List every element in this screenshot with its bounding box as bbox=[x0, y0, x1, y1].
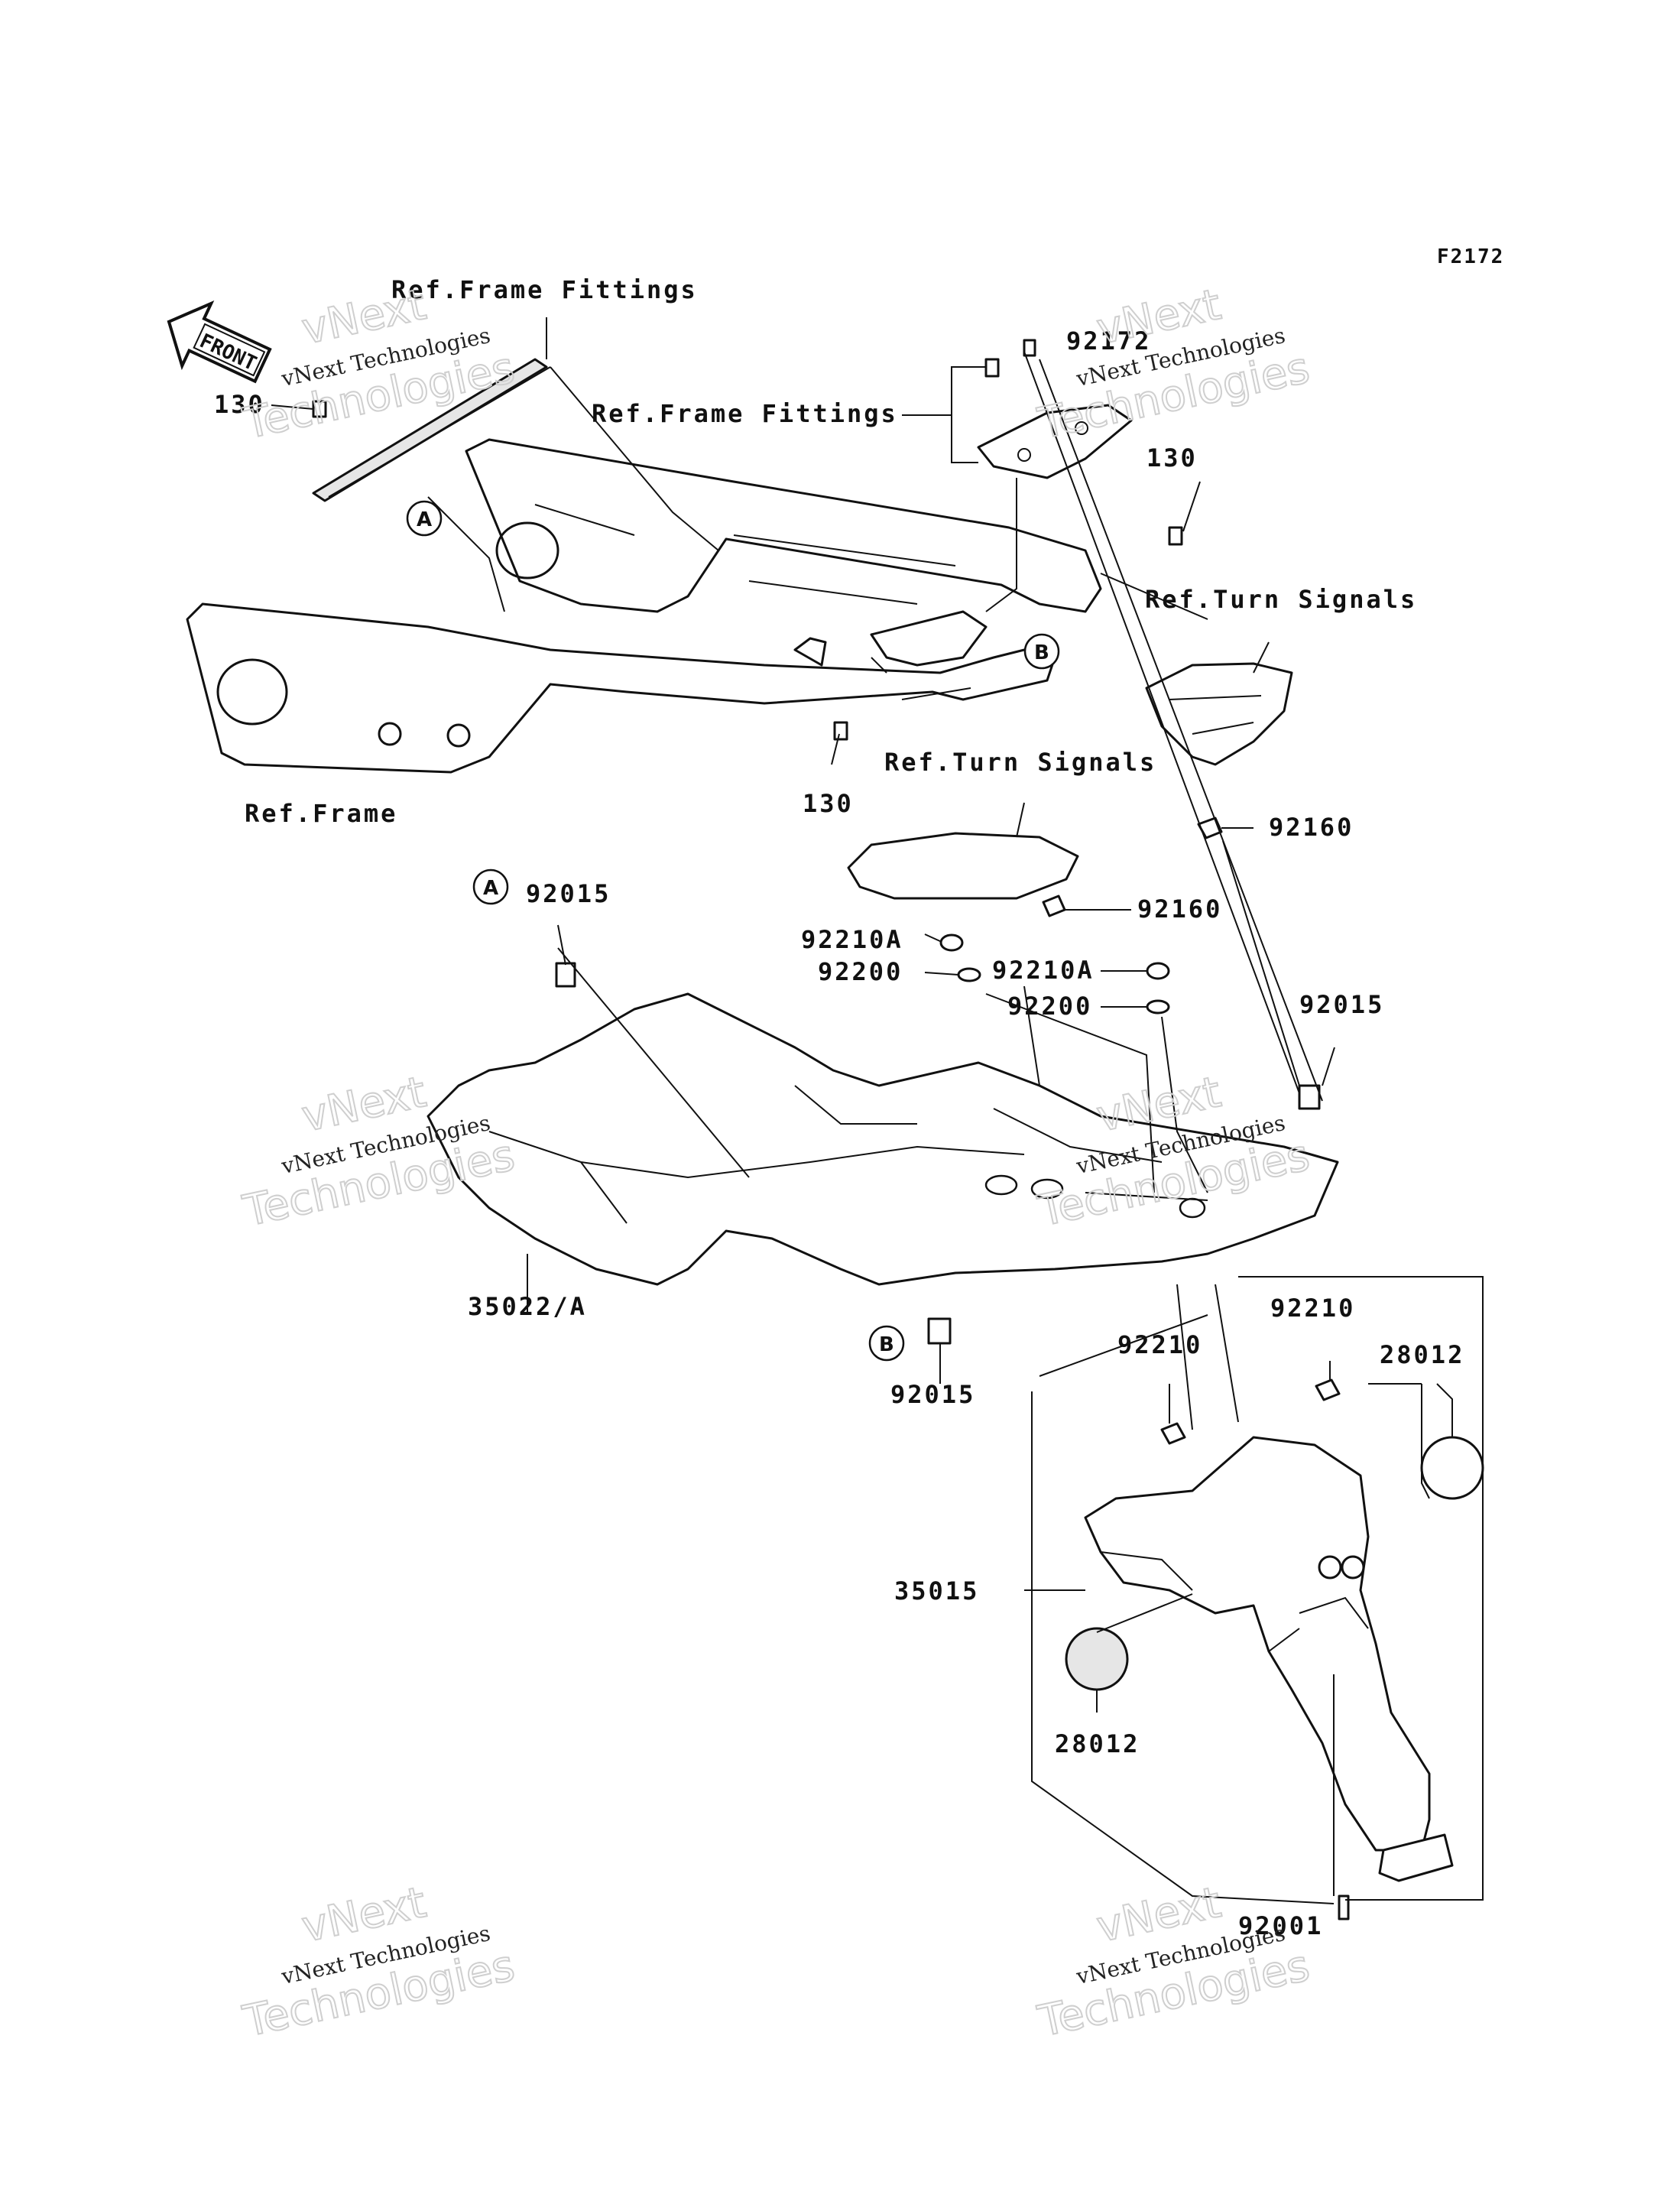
part-92210-b: 92210 bbox=[1270, 1294, 1355, 1323]
ref-frame-label: Ref.Frame bbox=[245, 799, 397, 828]
callout-b-lower: B bbox=[868, 1325, 905, 1362]
turn-signal-right bbox=[1145, 662, 1293, 766]
ref-turn-signals-label-1: Ref.Turn Signals bbox=[1145, 585, 1417, 614]
part-92172: 92172 bbox=[1066, 326, 1151, 356]
part-28012-a: 28012 bbox=[1380, 1340, 1464, 1369]
part-92200-b: 92200 bbox=[1007, 992, 1092, 1021]
part-35022A: 35022/A bbox=[468, 1292, 587, 1321]
frame-fittings-bracket bbox=[312, 358, 551, 502]
rear-fender-part bbox=[1084, 1436, 1454, 1882]
reflector-right-part bbox=[1420, 1436, 1484, 1500]
svg-text:A: A bbox=[483, 877, 498, 900]
part-92200-a: 92200 bbox=[818, 957, 903, 986]
part-92160-a: 92160 bbox=[1269, 813, 1354, 842]
callout-a-lower: A bbox=[472, 868, 509, 905]
part-130-c: 130 bbox=[803, 789, 854, 818]
callout-a-upper: A bbox=[406, 500, 443, 537]
part-92210A-a: 92210A bbox=[801, 925, 903, 954]
frame-part bbox=[186, 438, 1102, 774]
turn-signal-left bbox=[847, 832, 1079, 900]
ref-frame-fittings-label-2: Ref.Frame Fittings bbox=[592, 399, 898, 428]
fasteners bbox=[312, 339, 1350, 1920]
watermark-5: vNext vNext Technologies Technologies bbox=[238, 1877, 519, 2047]
part-92015-c: 92015 bbox=[890, 1380, 975, 1409]
figure-code: F2172 bbox=[1437, 245, 1504, 268]
part-92160-b: 92160 bbox=[1137, 894, 1222, 924]
part-92210A-b: 92210A bbox=[992, 956, 1095, 985]
part-92015-a: 92015 bbox=[526, 879, 611, 908]
part-92210-a: 92210 bbox=[1117, 1330, 1202, 1359]
reflector-left-part bbox=[1065, 1627, 1129, 1691]
leader-lines bbox=[271, 317, 1484, 1904]
callout-b-upper: B bbox=[1023, 633, 1060, 670]
front-arrow-icon: FRONT bbox=[167, 300, 272, 384]
part-92001: 92001 bbox=[1238, 1911, 1323, 1940]
part-35015: 35015 bbox=[894, 1576, 979, 1605]
part-130-b: 130 bbox=[1146, 443, 1198, 472]
ref-frame-fittings-label-1: Ref.Frame Fittings bbox=[391, 275, 698, 304]
ref-turn-signals-label-2: Ref.Turn Signals bbox=[884, 748, 1156, 777]
part-92015-b: 92015 bbox=[1299, 990, 1384, 1019]
svg-text:B: B bbox=[1034, 641, 1049, 664]
part-28012-b: 28012 bbox=[1055, 1729, 1140, 1758]
svg-text:B: B bbox=[879, 1333, 894, 1356]
watermark-6: vNext vNext Technologies Technologies bbox=[1033, 1877, 1314, 2047]
svg-text:A: A bbox=[417, 508, 432, 531]
watermark-2: vNext vNext Technologies Technologies bbox=[1033, 279, 1314, 450]
undertray-part bbox=[426, 992, 1339, 1286]
frame-fittings-plate bbox=[977, 404, 1133, 479]
part-130-a: 130 bbox=[214, 390, 265, 419]
